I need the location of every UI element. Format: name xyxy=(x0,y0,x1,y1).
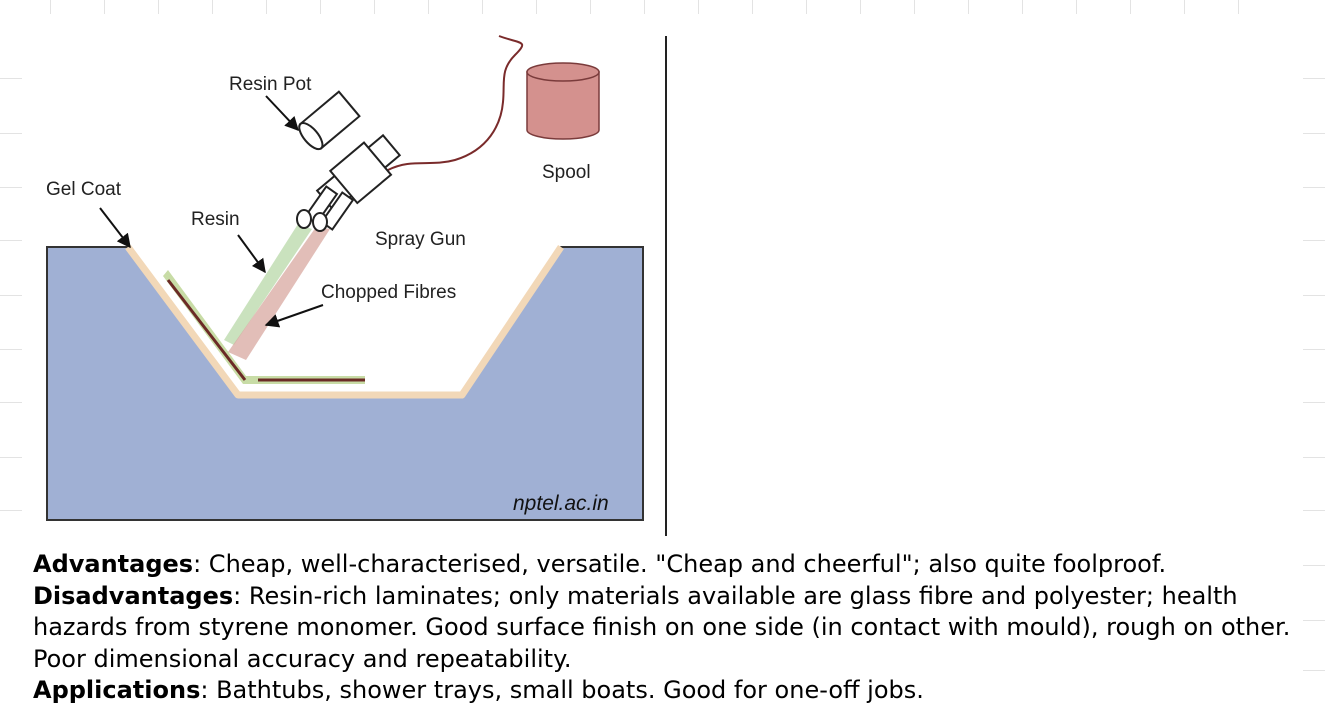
applications-paragraph: Applications: Bathtubs, shower trays, sm… xyxy=(33,675,1318,707)
disadvantages-heading: Disadvantages xyxy=(33,581,234,610)
resin-spray xyxy=(224,224,312,345)
resin-pot-arrow xyxy=(265,95,299,132)
chopped-fibres-arrow xyxy=(264,304,324,328)
resin-pot-label: Resin Pot xyxy=(229,74,312,95)
advantages-paragraph: Advantages: Cheap, well-characterised, v… xyxy=(33,549,1318,581)
spool xyxy=(526,62,600,140)
chopped-fibre-spray xyxy=(228,227,330,360)
spray-layup-diagram: Resin Pot Spool Gel Coat Resin Spray Gun… xyxy=(46,35,667,536)
advantages-body: : Cheap, well-characterised, versatile. … xyxy=(193,550,1167,578)
spray-gun-label: Spray Gun xyxy=(375,229,466,250)
spool-cable xyxy=(387,35,524,171)
spray-gun xyxy=(296,90,402,232)
spool-label: Spool xyxy=(542,162,591,183)
resin-arrow xyxy=(237,234,266,274)
source-watermark: nptel.ac.in xyxy=(513,492,609,515)
gel-coat-layer xyxy=(125,244,564,399)
applications-body: : Bathtubs, shower trays, small boats. G… xyxy=(200,676,924,704)
advantages-heading: Advantages xyxy=(33,550,194,578)
gel-coat-arrow xyxy=(99,207,131,249)
fibre-strand-slope xyxy=(166,279,247,381)
description-text: Advantages: Cheap, well-characterised, v… xyxy=(33,549,1318,707)
disadvantages-paragraph: Disadvantages: Resin-rich laminates; onl… xyxy=(33,581,1318,676)
disadvantages-body: : Resin-rich laminates; only materials a… xyxy=(33,581,1291,673)
chopped-fibres-label: Chopped Fibres xyxy=(321,282,456,303)
gel-coat-label: Gel Coat xyxy=(46,179,122,200)
applications-heading: Applications xyxy=(33,676,201,704)
resin-label: Resin xyxy=(191,209,240,230)
